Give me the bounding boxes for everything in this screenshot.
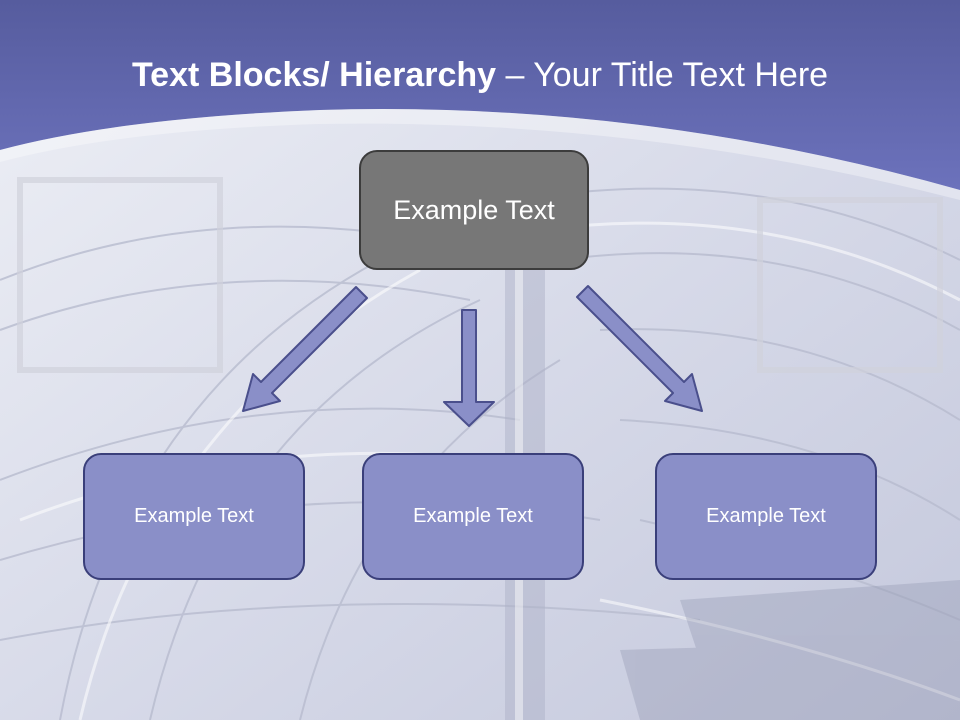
title-bold-part: Text Blocks/ Hierarchy xyxy=(131,56,497,94)
child-node-right: Example Text xyxy=(655,453,877,580)
title-regular-part: Your Title Text Here xyxy=(533,56,829,94)
root-node: Example Text xyxy=(359,150,589,270)
slide-title: Text Blocks/ Hierarchy – Your Title Text… xyxy=(0,52,960,98)
child-node-label: Example Text xyxy=(706,505,826,527)
root-node-label: Example Text xyxy=(393,194,555,225)
arrow-to-left-child xyxy=(242,286,368,412)
arrow-to-right-child xyxy=(576,285,703,412)
title-separator: – xyxy=(496,56,534,94)
child-node-label: Example Text xyxy=(413,505,533,527)
child-node-left: Example Text xyxy=(83,453,305,580)
child-node-label: Example Text xyxy=(134,505,254,527)
arrow-to-center-child xyxy=(443,309,495,427)
child-node-center: Example Text xyxy=(362,453,584,580)
